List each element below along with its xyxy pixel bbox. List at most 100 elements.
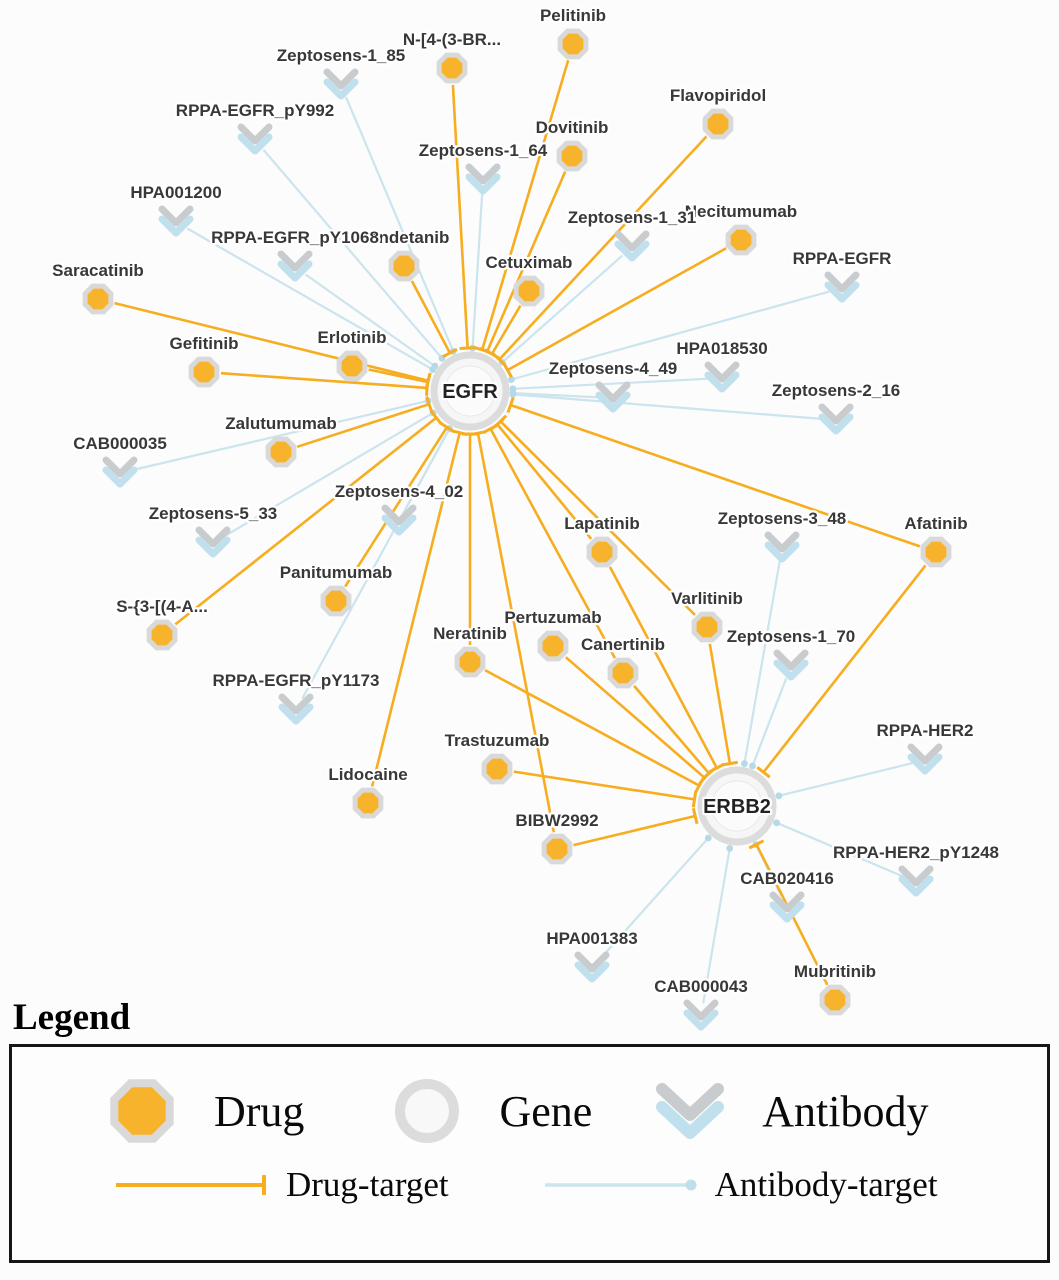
- drug-target-edge-dovitinib-egfr: [479, 171, 567, 357]
- antibody-chevron-outer-icon: [907, 743, 943, 765]
- antibody-chevron-outer-icon: [465, 163, 501, 185]
- antibody-chevron-outer-icon: [818, 403, 854, 425]
- antibody-node-zeptosens-3-48: [764, 531, 800, 563]
- antibody-label-zeptosens-5-33: Zeptosens-5_33: [149, 504, 278, 523]
- drug-node-pelitinib: [557, 28, 589, 60]
- legend-antibody-label: Antibody: [762, 1086, 929, 1136]
- antibody-chevron-outer-icon: [158, 205, 194, 227]
- antibody-chevron-outer-icon: [683, 999, 719, 1021]
- drug-node-cetuximab: [513, 275, 545, 307]
- antibody-target-edge-zeptosens-4-49-egfr: [509, 389, 601, 399]
- antibody-node-zeptosens-5-33: [195, 526, 231, 558]
- antibody-node-hpa001200: [158, 205, 194, 237]
- drug-node-saracatinib: [82, 283, 114, 315]
- drug-target-edge-canertinib-egfr: [482, 423, 617, 659]
- nodes-layer: [82, 28, 952, 1031]
- drug-node-bibw2992: [541, 833, 573, 865]
- antibody-target-edge-cab000035-egfr: [132, 397, 432, 472]
- antibody-node-zeptosens-4-49: [595, 381, 631, 413]
- drug-label-afatinib: Afatinib: [904, 514, 967, 533]
- antibody-label-zeptosens-4-02: Zeptosens-4_02: [335, 482, 464, 501]
- drug-target-edge-gefitinib-egfr: [220, 371, 430, 396]
- antibody-node-rppa-her2-py1248: [898, 865, 934, 897]
- drug-node-afatinib: [920, 536, 952, 568]
- antibody-target-edge-cab000043-erbb2: [702, 845, 734, 1004]
- drug-target-edge-varlitinib-egfr: [493, 414, 696, 616]
- drug-target-edge-pertuzumab-erbb2: [564, 656, 711, 785]
- antibody-label-rppa-egfr: RPPA-EGFR: [793, 249, 892, 268]
- antibody-chevron-inner-icon: [683, 1009, 719, 1031]
- antibody-target-edge-zeptosens-2-16-egfr: [509, 390, 824, 421]
- antibody-label-cab020416: CAB020416: [740, 869, 834, 888]
- antibody-chevron-outer-icon: [824, 271, 860, 293]
- antibody-label-zeptosens-1-31: Zeptosens-1_31: [568, 208, 697, 227]
- antibody-chevron-outer-icon: [381, 504, 417, 526]
- antibody-chevron-outer-icon: [595, 381, 631, 403]
- drug-target-edge-lapatinib-egfr: [490, 418, 593, 540]
- drug-target-edge-vandetanib-egfr: [410, 280, 458, 359]
- antibody-chevron-outer-icon: [704, 361, 740, 383]
- drug-target-edge-saracatinib-egfr: [114, 301, 432, 389]
- drug-node-dovitinib: [556, 140, 588, 172]
- antibody-label-hpa018530: HPA018530: [676, 339, 767, 358]
- antibody-target-edge-zeptosens-3-48-erbb2: [741, 560, 781, 767]
- antibody-node-cab000035: [102, 456, 138, 488]
- antibody-chevron-inner-icon: [614, 240, 650, 262]
- antibody-target-edge-zeptosens-1-70-erbb2: [749, 677, 788, 770]
- drug-label-saracatinib: Saracatinib: [52, 261, 144, 280]
- gene-label-egfr: EGFR: [442, 381, 498, 403]
- antibody-chevron-outer-icon: [195, 526, 231, 548]
- drug-label-zalutumumab: Zalutumumab: [225, 414, 336, 433]
- antibody-target-edge-hpa001383-erbb2: [599, 834, 712, 960]
- drug-node-zalutumumab: [265, 436, 297, 468]
- drug-label-n-4-3-br: N-[4-(3-BR...: [403, 30, 501, 49]
- antibody-label-rppa-egfr-py1068: RPPA-EGFR_pY1068: [211, 228, 379, 247]
- antibody-chevron-inner-icon: [824, 281, 860, 303]
- antibody-chevron-outer-icon: [773, 649, 809, 671]
- antibody-chevron-outer-icon: [769, 891, 805, 913]
- drug-target-edge-afatinib-egfr: [506, 396, 921, 548]
- drug-target-edge-flavopiridol-egfr: [492, 135, 708, 367]
- drug-label-gefitinib: Gefitinib: [170, 334, 239, 353]
- antibody-target-line-sample: [544, 1179, 697, 1191]
- drug-target-edge-n-4-3-br-egfr: [451, 84, 476, 351]
- antibody-label-zeptosens-1-64: Zeptosens-1_64: [419, 141, 548, 160]
- antibody-chevron-outer-icon: [574, 951, 610, 973]
- antibody-chevron-inner-icon: [158, 215, 194, 237]
- legend-item-antibody: Antibody: [652, 1073, 929, 1149]
- antibody-chevron-outer-icon: [898, 865, 934, 887]
- antibody-node-hpa018530: [704, 361, 740, 393]
- antibody-chevron-inner-icon: [237, 133, 273, 155]
- drug-label-pelitinib: Pelitinib: [540, 6, 606, 25]
- antibody-node-zeptosens-1-64: [465, 163, 501, 195]
- antibody-label-zeptosens-3-48: Zeptosens-3_48: [718, 509, 847, 528]
- drug-node-canertinib: [607, 657, 639, 689]
- antibody-node-zeptosens-4-02: [381, 504, 417, 536]
- drug-label-dovitinib: Dovitinib: [536, 118, 609, 137]
- gene-node-erbb2: [697, 766, 777, 846]
- antibody-label-rppa-egfr-py992: RPPA-EGFR_pY992: [176, 101, 334, 120]
- antibody-chevron-inner-icon: [381, 514, 417, 536]
- drug-node-s-3-4-a: [146, 619, 178, 651]
- gene-label-erbb2: ERBB2: [703, 796, 771, 818]
- antibody-target-edge-rppa-her2-erbb2: [775, 762, 913, 800]
- drug-label-vandetanib: Vandetanib: [359, 228, 450, 247]
- antibody-target-edge-zeptosens-1-64-egfr: [469, 192, 484, 352]
- drug-node-trastuzumab: [481, 753, 513, 785]
- antibody-label-rppa-her2: RPPA-HER2: [877, 721, 974, 740]
- drug-node-necitumumab: [725, 224, 757, 256]
- antibody-chevron-inner-icon: [898, 875, 934, 897]
- drug-node-erlotinib: [336, 350, 368, 382]
- antibody-target-edge-rppa-egfr-py1068-egfr: [304, 273, 439, 370]
- antibody-target-edge-zeptosens-5-33-egfr: [223, 409, 437, 538]
- gene-circle-icon: [395, 1079, 460, 1143]
- drug-node-varlitinib: [691, 611, 723, 643]
- antibody-chevron-inner-icon: [323, 78, 359, 100]
- antibody-chevron-inner-icon: [195, 536, 231, 558]
- antibody-node-rppa-egfr-py1173: [278, 693, 314, 725]
- drug-node-gefitinib: [188, 356, 220, 388]
- antibody-target-edge-hpa018530-egfr: [509, 377, 710, 393]
- drug-label-panitumumab: Panitumumab: [280, 563, 392, 582]
- antibody-node-hpa001383: [574, 951, 610, 983]
- drug-target-edge-zalutumumab-egfr: [296, 396, 433, 449]
